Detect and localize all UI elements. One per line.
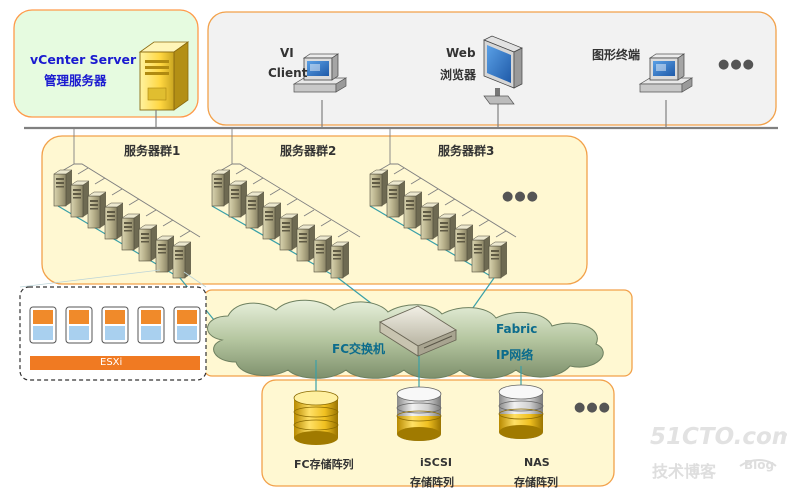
vcenter-server-icon <box>138 41 190 111</box>
fc-storage-array-icon <box>293 390 339 446</box>
watermark-blog-en: Blog <box>744 458 775 472</box>
nas-storage-label-line1: NAS <box>524 456 550 469</box>
watermark-swirl <box>739 459 777 467</box>
watermark-logo-text: 51CTO.com <box>650 424 787 450</box>
nas-storage-array-icon <box>498 384 544 440</box>
nas-storage-label-line2: 存储阵列 <box>514 476 558 489</box>
esxi-bar <box>30 356 200 370</box>
iscsi-storage-array-icon <box>396 386 442 442</box>
fc-storage-label: FC存储阵列 <box>294 458 354 471</box>
web-browser-label-line1: Web <box>446 46 476 60</box>
clients-more-dots: ●●● <box>718 57 756 72</box>
vcenter-label-line1: vCenter Server <box>30 52 137 67</box>
storage-more-dots: ●●● <box>574 400 612 415</box>
vi-client-label-line2: Client <box>268 66 308 80</box>
vi-client-label-line1: VI <box>280 46 294 60</box>
fc-switch-icon <box>379 305 457 357</box>
esxi-vm-blocks <box>29 306 201 344</box>
iscsi-storage-label-line2: 存储阵列 <box>410 476 454 489</box>
vcenter-label-line2: 管理服务器 <box>44 73 107 88</box>
watermark-blog-cn: 技术博客 <box>652 462 717 481</box>
ip-network-label: IP网络 <box>496 348 534 362</box>
cluster-1-uplinks <box>61 128 201 238</box>
fc-switch-label: FC交换机 <box>332 342 386 356</box>
terminal-label: 图形终端 <box>592 48 641 62</box>
web-browser-label-line2: 浏览器 <box>440 68 477 82</box>
cluster-2-uplinks <box>219 128 361 238</box>
cluster-2-label: 服务器群2 <box>280 144 337 158</box>
cluster-3-label: 服务器群3 <box>438 144 495 158</box>
iscsi-storage-label-line1: iSCSI <box>420 456 452 469</box>
cluster-3-uplinks <box>377 128 517 238</box>
web-browser-computer-icon <box>483 35 523 105</box>
esxi-label: ESXi <box>100 357 123 368</box>
cluster-1-label: 服务器群1 <box>124 144 181 158</box>
fabric-label: Fabric <box>496 322 538 336</box>
clusters-more-dots: ●●● <box>502 189 540 204</box>
